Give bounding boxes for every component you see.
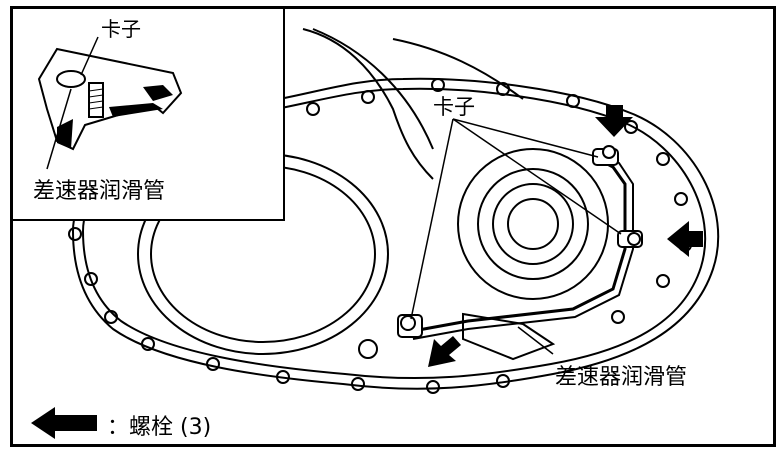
bolt-hole (496, 82, 510, 96)
bolt-hole (426, 380, 440, 394)
bolt-hole (656, 152, 670, 166)
main-tube-label: 差速器润滑管 (555, 365, 688, 390)
inset-clip-label: 卡子 (101, 17, 141, 41)
bolt-arrow-icon (595, 105, 633, 137)
legend-arrow-icon (31, 407, 97, 439)
bolt-hole (611, 310, 625, 324)
housing-drawing (31, 28, 720, 439)
bolt-hole (104, 310, 118, 324)
differential-lubrication-tube (412, 157, 627, 333)
inset-tube-label: 差速器润滑管 (33, 179, 166, 204)
differential-bore (457, 148, 609, 300)
bolt-hole (624, 120, 638, 134)
main-clip-label: 卡子 (433, 95, 475, 119)
inset-clip (56, 70, 86, 88)
inset-drawing (37, 36, 183, 170)
bolt-arrow-icon (428, 336, 461, 367)
bolt-arrows (428, 105, 703, 367)
bolt-hole (566, 94, 580, 108)
diagram-frame: 卡子 差速器润滑管 卡子 差速器润滑管 ：螺栓 (3) (10, 6, 776, 447)
bolt-hole (306, 102, 320, 116)
bolt-hole (68, 227, 82, 241)
bolt-hole (351, 377, 365, 391)
bolt-hole (496, 374, 510, 388)
bolt-hole (276, 370, 290, 384)
bolt-hole (361, 90, 375, 104)
bolt-hole (431, 78, 445, 92)
bolt-hole (656, 274, 670, 288)
bolt-hole (84, 272, 98, 286)
bolt-hole (674, 192, 688, 206)
bolt-hole (358, 339, 378, 359)
bolt-hole (141, 337, 155, 351)
bolt-arrow-icon (667, 221, 703, 257)
legend-label: ：螺栓 (3) (107, 415, 212, 440)
inset-detail: 卡子 差速器润滑管 (13, 9, 285, 221)
inset-bolt (88, 82, 104, 118)
bolt-hole (206, 357, 220, 371)
